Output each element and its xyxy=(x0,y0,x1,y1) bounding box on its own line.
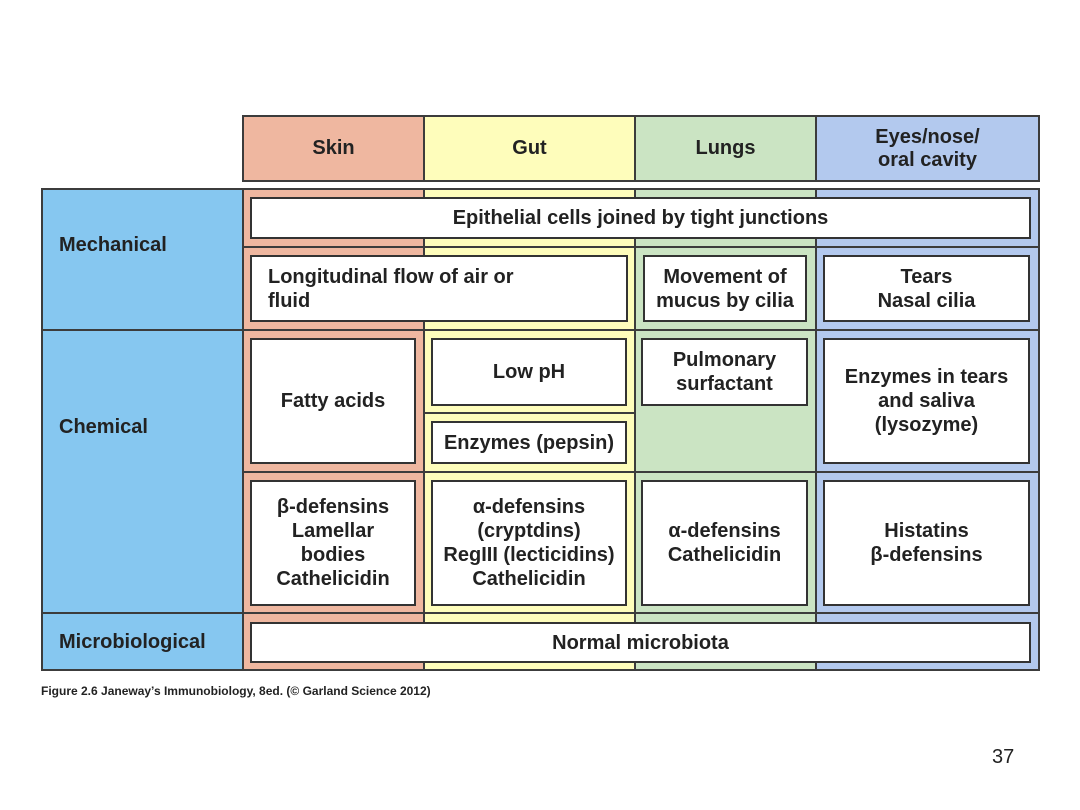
cell-fatty-acids: Fatty acids xyxy=(250,338,416,464)
cell-enzymes-tears-saliva: Enzymes in tears and saliva (lysozyme) xyxy=(823,338,1030,464)
cell-pulmonary-surfactant: Pulmonary surfactant xyxy=(641,338,808,406)
row-label-microbiological: Microbiological xyxy=(59,631,206,653)
cell-normal-microbiota: Normal microbiota xyxy=(250,622,1031,663)
row-label-column xyxy=(41,188,244,671)
header-eyes-nose-oral: Eyes/nose/ oral cavity xyxy=(815,115,1040,182)
row-label-chemical: Chemical xyxy=(59,416,148,438)
cell-eye-peptides: Histatins β-defensins xyxy=(823,480,1030,606)
cell-longitudinal-flow: Longitudinal flow of air or fluid xyxy=(250,255,628,322)
cell-skin-peptides: β-defensins Lamellar bodies Cathelicidin xyxy=(250,480,416,606)
divider-mechanical-chemical xyxy=(41,329,1040,331)
divider-chemical-sub xyxy=(242,471,1040,473)
cell-lung-peptides: α-defensins Cathelicidin xyxy=(641,480,808,606)
header-lungs: Lungs xyxy=(634,115,817,182)
page-number: 37 xyxy=(992,746,1015,768)
divider-gut-chemical xyxy=(423,412,636,414)
figure-caption: Figure 2.6 Janeway’s Immunobiology, 8ed.… xyxy=(41,684,431,698)
cell-low-ph: Low pH xyxy=(431,338,627,406)
row-label-mechanical: Mechanical xyxy=(59,233,167,256)
header-gut: Gut xyxy=(423,115,636,182)
divider-chemical-microbiological xyxy=(41,612,1040,614)
cell-mucus-cilia: Movement of mucus by cilia xyxy=(643,255,807,322)
body-top-border xyxy=(242,188,1040,190)
cell-enzymes-pepsin: Enzymes (pepsin) xyxy=(431,421,627,464)
divider-mechanical-sub xyxy=(242,246,1040,248)
cell-tears-nasal-cilia: Tears Nasal cilia xyxy=(823,255,1030,322)
cell-epithelial-tight-junctions: Epithelial cells joined by tight junctio… xyxy=(250,197,1031,239)
cell-gut-peptides: α-defensins (cryptdins) RegIII (lecticid… xyxy=(431,480,627,606)
header-skin: Skin xyxy=(242,115,425,182)
